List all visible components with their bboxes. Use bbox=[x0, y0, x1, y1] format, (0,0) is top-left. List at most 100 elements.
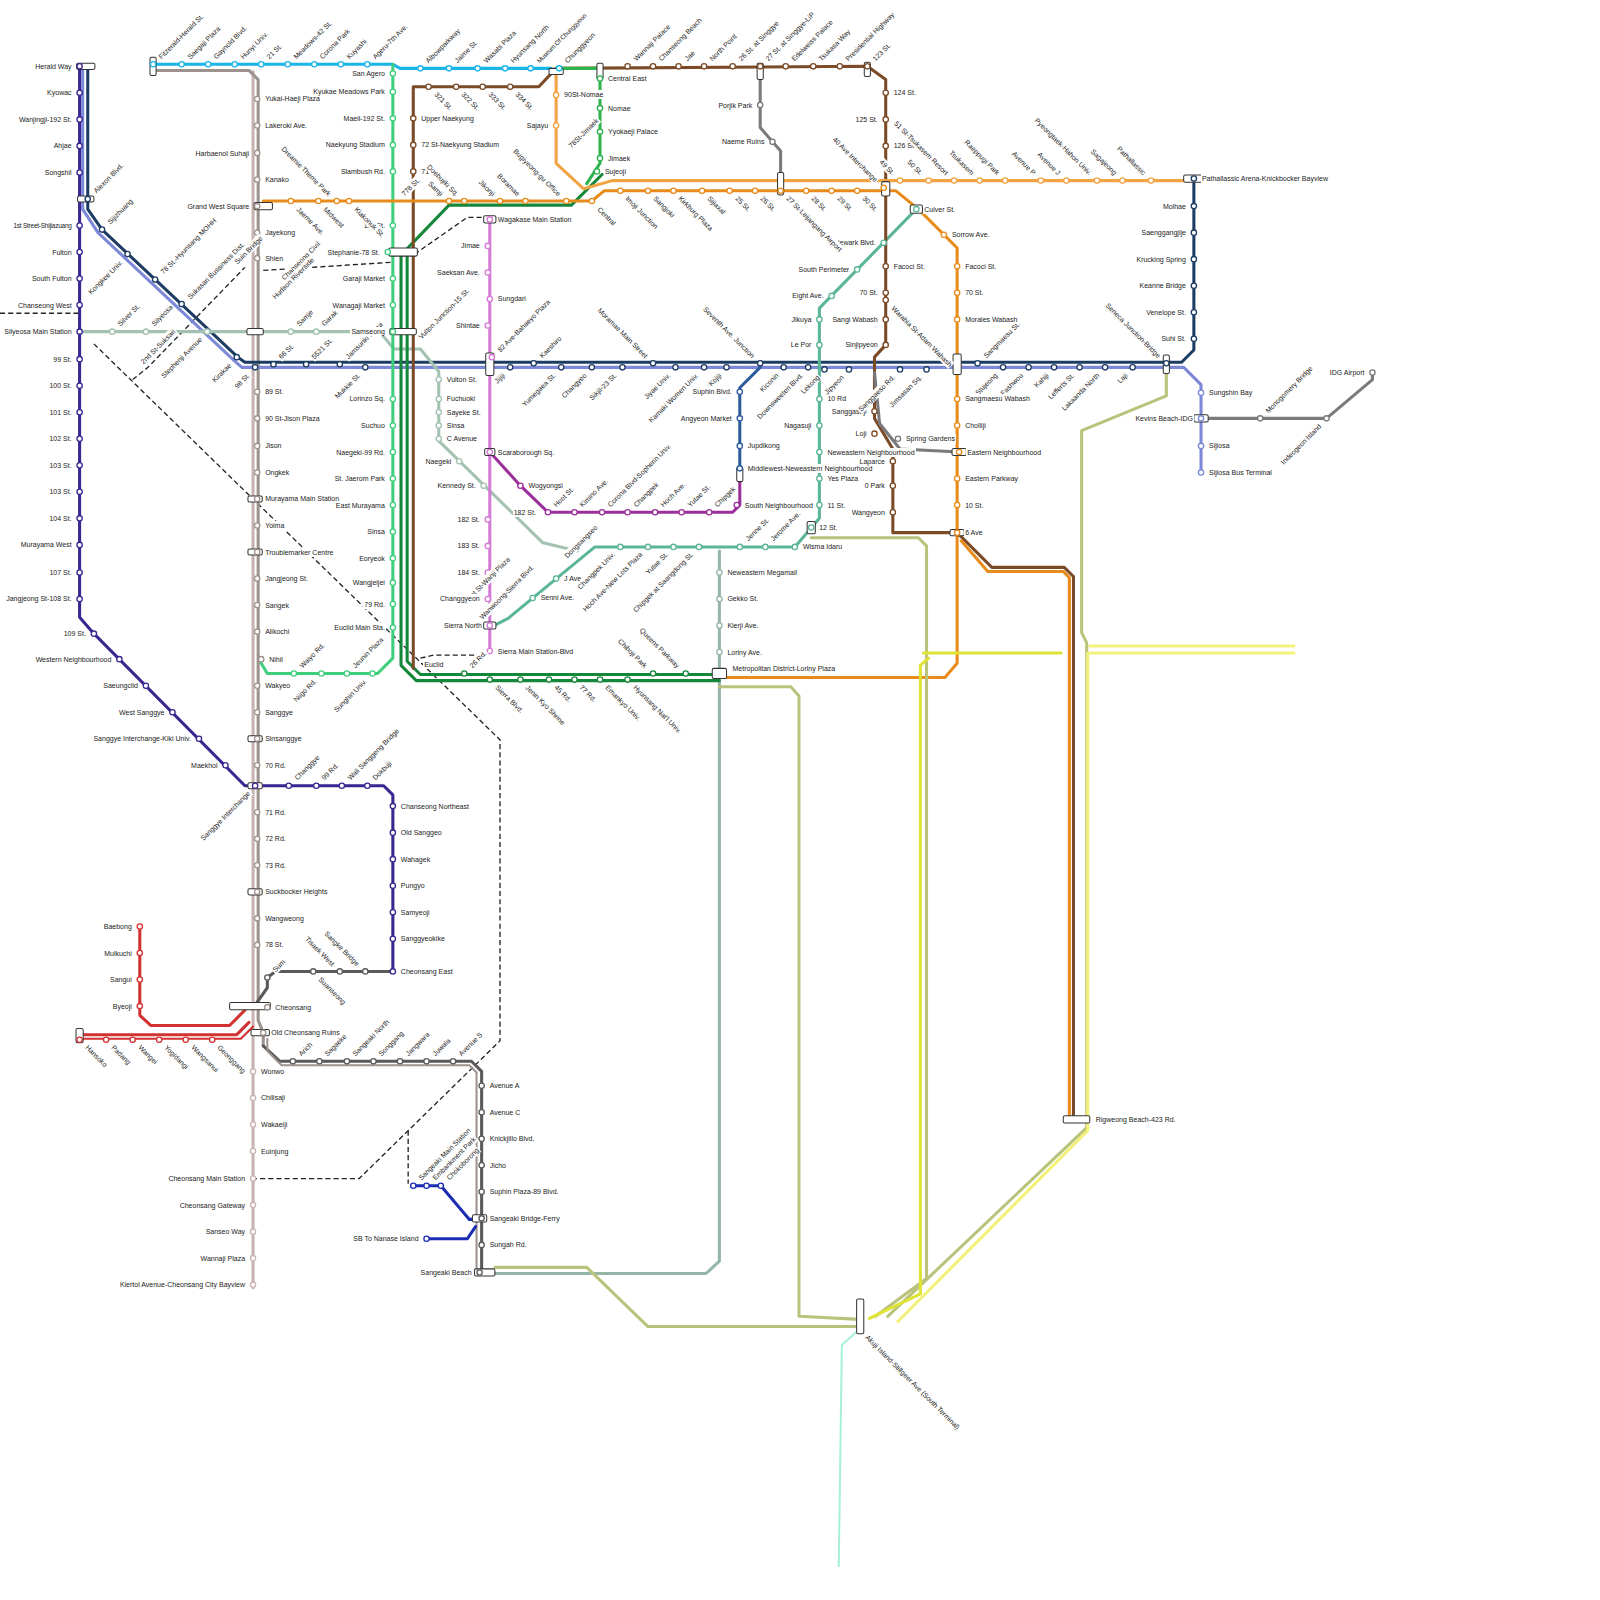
interchange-marker bbox=[389, 248, 418, 256]
dashed-link bbox=[0, 313, 80, 314]
station-dot bbox=[397, 1059, 402, 1064]
station-label: Sangui bbox=[109, 975, 133, 984]
station-label: 778 St. bbox=[399, 175, 422, 198]
station-dot bbox=[77, 143, 82, 148]
station-label: Sanggye Interchange-Kiki Univ. bbox=[92, 734, 192, 743]
station-dot bbox=[557, 66, 562, 71]
station-dot bbox=[411, 1183, 416, 1188]
station-dot bbox=[837, 64, 842, 69]
station-label: Shintae bbox=[455, 321, 481, 330]
station-label: 25 St. bbox=[732, 194, 753, 215]
station-dot bbox=[316, 198, 321, 203]
station-label: Sorrow Ave. bbox=[951, 230, 991, 239]
station-dot bbox=[811, 64, 816, 69]
station-dot bbox=[737, 443, 742, 448]
station-dot bbox=[699, 188, 704, 193]
station-label: Old Cheonsang Ruins bbox=[270, 1028, 341, 1037]
station-label: 109 St. bbox=[63, 629, 87, 638]
interchange-marker bbox=[248, 783, 262, 789]
station-label: Jeunin Plaza bbox=[350, 635, 386, 671]
station-dot bbox=[620, 365, 625, 370]
station-label: Saenggangjije bbox=[1141, 228, 1187, 237]
station-label: 104 St. bbox=[48, 514, 72, 523]
station-dot bbox=[594, 169, 599, 174]
station-label: Hoch Ave. bbox=[658, 479, 688, 509]
station-dot bbox=[77, 489, 82, 494]
station-dot bbox=[365, 62, 370, 67]
station-dot bbox=[223, 763, 228, 768]
station-dot bbox=[783, 64, 788, 69]
station-label: Akuji Island-Stillgeer Ave (South Termin… bbox=[863, 1332, 963, 1432]
route-line bbox=[427, 1227, 476, 1239]
station-dot bbox=[487, 449, 492, 454]
station-dot bbox=[1198, 470, 1203, 475]
station-label: 40 Ave Interchange bbox=[831, 135, 881, 185]
station-label: Kiertol Avenue-Cheonsang City Bayview bbox=[119, 1280, 246, 1289]
station-label: Samseong bbox=[350, 327, 385, 336]
station-dot bbox=[954, 502, 959, 507]
station-dot bbox=[254, 523, 259, 528]
station-dot bbox=[150, 62, 155, 67]
station-label: Avenue S bbox=[456, 1029, 485, 1058]
station-label: Jamsunki Plaza bbox=[343, 319, 385, 361]
station-label: Jangjeong St-108 St. bbox=[5, 594, 72, 603]
station-dot bbox=[872, 409, 877, 414]
station-label: 182 St. bbox=[457, 515, 481, 524]
station-dot bbox=[803, 188, 808, 193]
station-label: Silyeosa Main Station bbox=[3, 327, 72, 336]
station-dot bbox=[259, 657, 264, 662]
station-label: Wahagek bbox=[400, 855, 431, 864]
station-label: Saeungclid bbox=[102, 681, 139, 690]
station-label: 103 St. bbox=[48, 461, 72, 470]
station-dot bbox=[411, 142, 416, 147]
station-label: Sinsa bbox=[366, 527, 386, 536]
station-dot bbox=[137, 924, 142, 929]
station-label: Jerome Ave. bbox=[768, 509, 803, 544]
station-label: 70 St. bbox=[964, 288, 984, 297]
station-dot bbox=[390, 830, 395, 835]
station-dot bbox=[528, 66, 533, 71]
station-dot bbox=[344, 1059, 349, 1064]
route-line bbox=[261, 64, 393, 673]
station-label: 12 St. bbox=[818, 523, 838, 532]
station-label: Spring Gardens bbox=[905, 434, 956, 443]
station-dot bbox=[650, 361, 655, 366]
station-dot bbox=[288, 329, 293, 334]
station-label: 124 St. bbox=[893, 88, 917, 97]
station-label: Laparce bbox=[859, 457, 886, 466]
interchange-marker bbox=[248, 549, 262, 555]
station-label: 99 Rd. bbox=[319, 761, 341, 783]
station-dot bbox=[872, 431, 877, 436]
station-label: 100 St. bbox=[48, 381, 72, 390]
station-label: 10 St. bbox=[964, 501, 984, 510]
interchange-marker bbox=[248, 496, 262, 502]
station-label: Sungah Rd. bbox=[489, 1240, 528, 1249]
station-dots bbox=[77, 62, 1375, 1288]
station-dot bbox=[254, 810, 259, 815]
station-dot bbox=[727, 188, 732, 193]
station-dot bbox=[717, 596, 722, 601]
station-label: Lorinzo Sq. bbox=[348, 394, 385, 403]
station-dot bbox=[809, 525, 814, 530]
station-dot bbox=[462, 671, 467, 676]
station-label: 1st Street-Shijiazuang bbox=[12, 221, 72, 230]
station-dot bbox=[734, 502, 739, 507]
station-dot bbox=[137, 950, 142, 955]
station-dot bbox=[954, 530, 959, 535]
station-dot bbox=[1191, 257, 1196, 262]
station-label: Alexon Blvd. bbox=[91, 161, 126, 196]
station-dot bbox=[890, 510, 895, 515]
station-label: Wakaeiji bbox=[260, 1120, 288, 1129]
route-line bbox=[898, 653, 1088, 1321]
station-dot bbox=[559, 365, 564, 370]
station-label: 45 Rd. bbox=[552, 682, 574, 704]
station-label: Pathallassic bbox=[1114, 144, 1148, 178]
route-line bbox=[267, 1039, 476, 1273]
station-dot bbox=[485, 517, 490, 522]
station-dot bbox=[1258, 416, 1263, 421]
interchange-marker bbox=[248, 736, 262, 742]
station-dot bbox=[259, 62, 264, 67]
station-label: Cheonsang bbox=[274, 1003, 312, 1012]
station-dot bbox=[597, 677, 602, 682]
station-dot bbox=[1191, 283, 1196, 288]
